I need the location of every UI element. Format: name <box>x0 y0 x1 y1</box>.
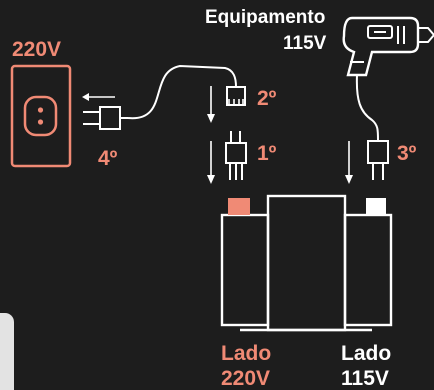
wall-outlet <box>10 64 72 168</box>
drill-icon <box>342 16 434 77</box>
right-side-voltage: 115V <box>341 367 389 390</box>
plug-step1-icon <box>225 131 247 180</box>
socket-220v-indicator <box>228 198 250 215</box>
arrow-down-step1-icon <box>207 141 215 184</box>
side-card <box>0 313 14 390</box>
step-4-label: 4º <box>98 147 118 170</box>
step-2-label: 2º <box>257 87 277 110</box>
left-side-voltage: 220V <box>221 367 271 390</box>
right-side-title: Lado <box>341 342 392 365</box>
socket-step2-icon <box>226 86 246 106</box>
arrow-down-step3-icon <box>345 141 353 184</box>
socket-115v-indicator <box>366 198 386 215</box>
equipment-voltage: 115V <box>283 33 327 54</box>
cable-step2 <box>127 64 237 120</box>
step-3-label: 3º <box>397 142 417 165</box>
plug-step4-icon <box>83 106 128 130</box>
outlet-voltage-label: 220V <box>12 38 62 61</box>
equipment-title: Equipamento <box>205 7 326 28</box>
left-side-title: Lado <box>221 342 272 365</box>
plug-step3-icon <box>367 140 389 180</box>
arrow-down-step2-icon <box>207 86 215 123</box>
arrow-to-outlet-icon <box>82 93 115 101</box>
step-1-label: 1º <box>257 142 277 165</box>
cable-step3 <box>355 74 379 141</box>
transformer <box>220 194 393 332</box>
